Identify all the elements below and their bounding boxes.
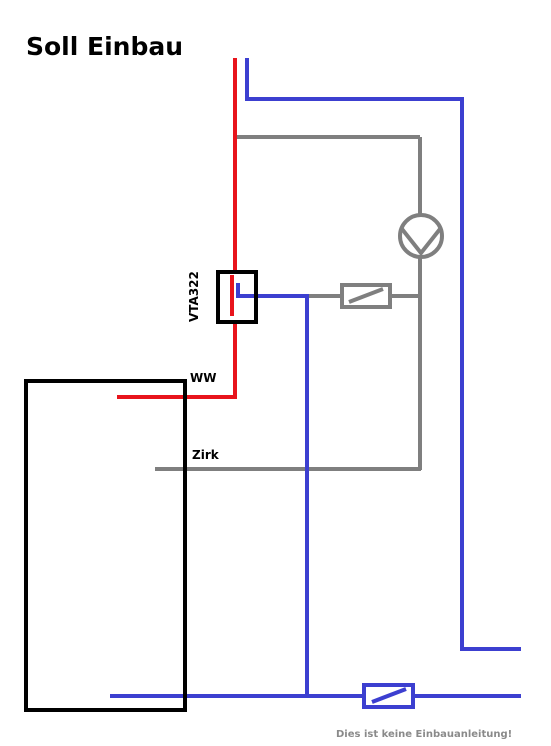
pump-arrow	[400, 227, 442, 257]
pump-body	[398, 213, 444, 259]
blue-valve-slash	[371, 687, 407, 704]
cold-check-valve-icon	[362, 683, 415, 709]
cold-feed-to-valve-pipe	[236, 283, 309, 696]
circulation-pump-icon	[398, 213, 444, 259]
cold-water-pipes	[110, 58, 521, 698]
hot-water-label: WW	[190, 371, 216, 385]
vta322-label: VTA322	[187, 271, 201, 322]
grey-valve-slash	[348, 287, 384, 304]
storage-tank	[24, 379, 187, 712]
grey-check-valve-icon	[340, 283, 392, 309]
diagram-title: Soll Einbau	[26, 32, 183, 61]
cold-supply-main-pipe	[245, 58, 521, 651]
hot-from-tank-pipe	[117, 322, 237, 399]
hot-water-pipes	[117, 58, 237, 399]
vta322-mixing-valve-box	[216, 270, 258, 324]
circulation-label: Zirk	[192, 448, 220, 462]
disclaimer-note: Dies ist keine Einbauanleitung!	[336, 729, 512, 740]
